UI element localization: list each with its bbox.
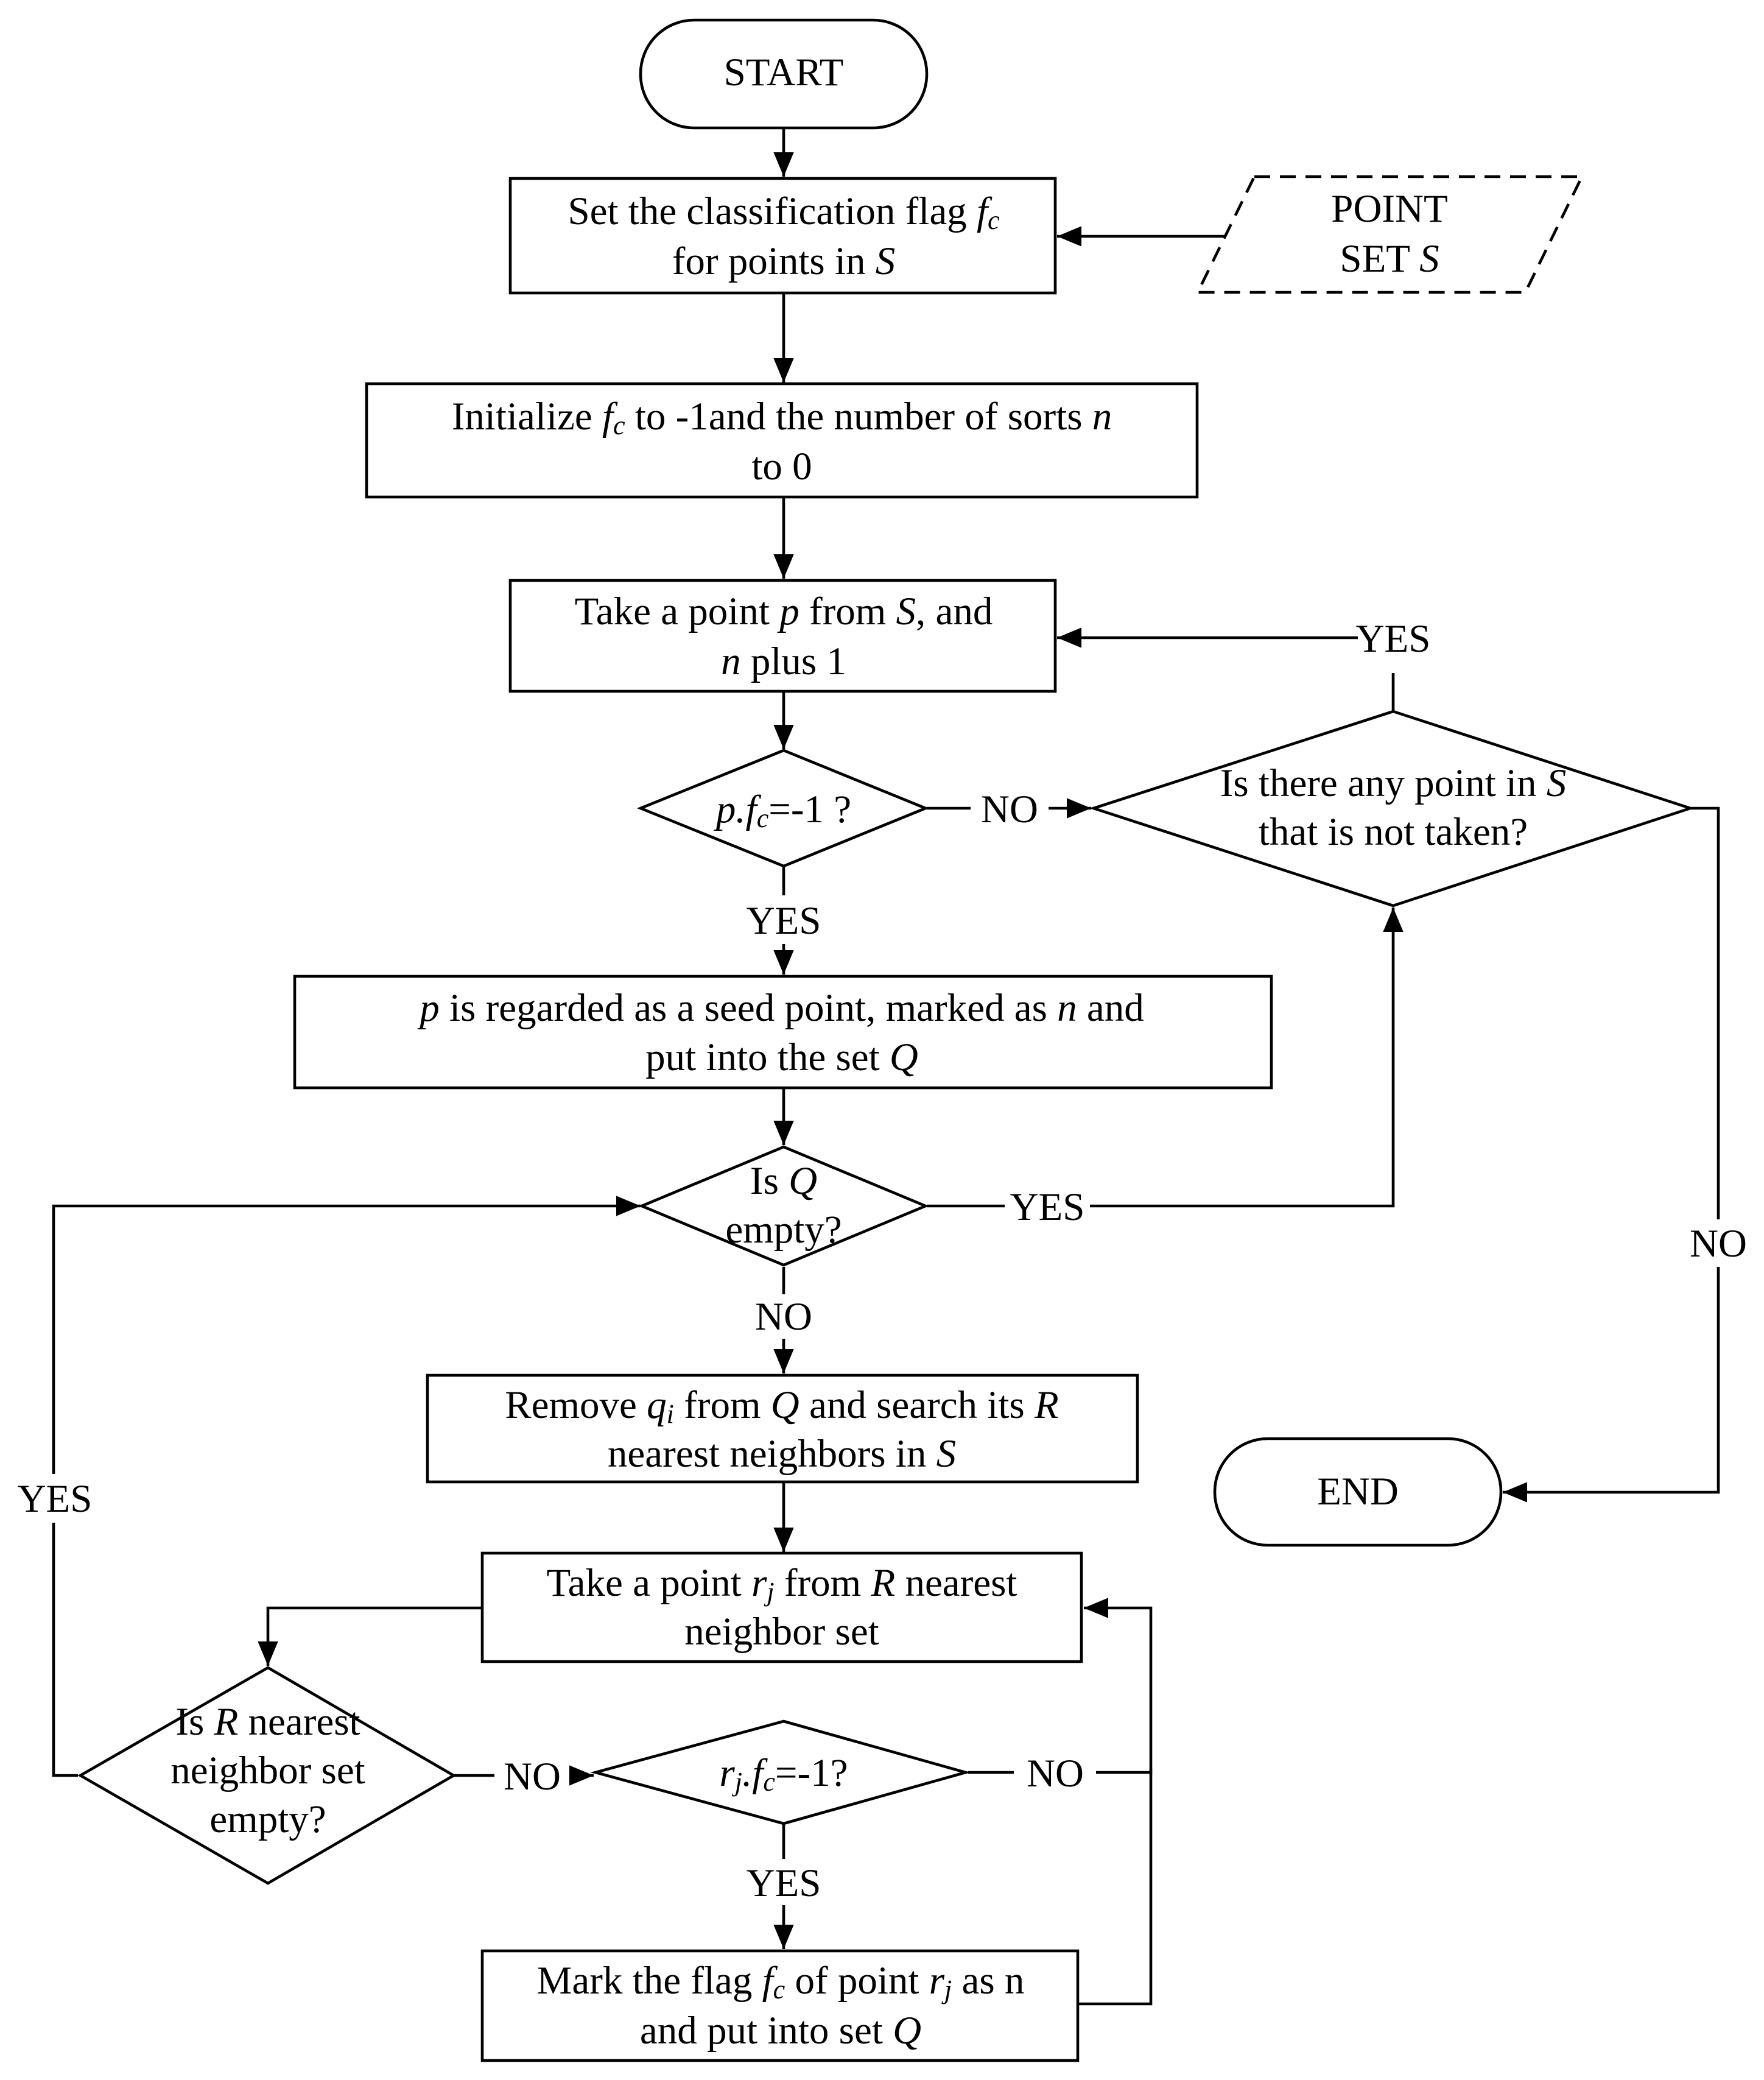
mark-line2: and put into set Q: [640, 2009, 921, 2053]
remove-process: Remove qi from Q and search its R neares…: [426, 1373, 1139, 1484]
init-line1: Initialize fc to -1and the number of sor…: [452, 395, 1112, 440]
label-yes-rf-to-mark: YES: [747, 1861, 821, 1905]
label-no-any-to-end: NO: [1690, 1222, 1747, 1266]
edge-labels: YES NO YES YES NO NO YES NO NO YES: [18, 617, 1747, 1905]
edge-rf-no-seg2: [1084, 1598, 1153, 1774]
mark-process: Mark the flag fc of point rj as n and pu…: [480, 1949, 1080, 2062]
decision-flag-text: p.fc=-1 ?: [714, 788, 851, 833]
remove-line1: Remove qi from Q and search its R: [505, 1383, 1058, 1429]
decision-any-line2: that is not taken?: [1259, 810, 1528, 854]
point-set-line2: SET S: [1340, 237, 1439, 281]
take-r-process: Take a point rj from R nearest neighbor …: [480, 1551, 1083, 1663]
mark-line1: Mark the flag fc of point rj as n: [537, 1959, 1025, 2004]
set-flag-process: Set the classification flag fc for point…: [508, 177, 1057, 295]
start-label: START: [724, 51, 844, 94]
start-terminal: START: [639, 18, 929, 130]
decision-flag-check: p.fc=-1 ?: [636, 749, 930, 868]
decision-q-line2: empty?: [725, 1208, 842, 1252]
decision-any-point: Is there any point in S that is not take…: [1089, 710, 1695, 908]
init-line2: to 0: [751, 445, 812, 488]
take-r-line2: neighbor set: [684, 1610, 879, 1654]
decision-r-empty: Is R nearest neighbor set empty?: [77, 1666, 457, 1885]
seed-line1: p is regarded as a seed point, marked as…: [417, 986, 1144, 1030]
edge-any-no-seg2: [1503, 1267, 1720, 1503]
end-label: END: [1317, 1470, 1399, 1514]
end-terminal: END: [1213, 1437, 1503, 1547]
init-process: Initialize fc to -1and the number of sor…: [365, 382, 1199, 499]
edge-mark-to-taker: [1078, 1769, 1153, 2006]
decision-q-empty: Is Q empty?: [638, 1145, 929, 1267]
take-point-process: Take a point p from S, and n plus 1: [508, 579, 1057, 693]
decision-r-empty-line3: empty?: [209, 1797, 326, 1841]
decision-r-empty-line1: Is R nearest: [175, 1700, 360, 1744]
set-flag-line1: Set the classification flag fc: [568, 189, 1000, 235]
decision-r-empty-line2: neighbor set: [170, 1749, 365, 1793]
label-no-q-to-remove: NO: [755, 1295, 812, 1339]
seed-process: p is regarded as a seed point, marked as…: [293, 975, 1273, 1090]
label-yes-any-to-take: YES: [1356, 617, 1431, 661]
point-set-input: POINT SET S: [1195, 175, 1584, 294]
label-no-rempty-to-rf: NO: [504, 1755, 561, 1799]
point-set-line1: POINT: [1331, 187, 1447, 231]
edge-taker-to-rempty: [258, 1606, 482, 1666]
take-point-line1: Take a point p from S, and: [575, 590, 993, 633]
label-yes-flag-to-seed: YES: [747, 899, 821, 943]
seed-line2: put into the set Q: [645, 1035, 918, 1079]
decision-rf-check: rj.fc=-1?: [590, 1719, 971, 1825]
label-yes-rempty-to-q: YES: [18, 1477, 93, 1521]
set-flag-line2: for points in S: [672, 239, 896, 283]
edge-rempty-yes-seg2: [52, 1196, 641, 1474]
decision-any-line1: Is there any point in S: [1220, 761, 1567, 805]
label-no-flag-to-any: NO: [981, 788, 1038, 831]
label-no-rf-to-taker: NO: [1027, 1752, 1084, 1796]
edge-any-no-seg1: [1691, 806, 1720, 1219]
take-r-line1: Take a point rj from R nearest: [546, 1561, 1017, 1607]
connectors: [52, 128, 1720, 2006]
take-point-line2: n plus 1: [721, 640, 846, 683]
edge-rempty-yes-seg1: [52, 1523, 78, 1777]
label-yes-q-to-any: YES: [1010, 1185, 1085, 1229]
decision-q-line1: Is Q: [750, 1159, 817, 1203]
decision-rf-text: rj.fc=-1?: [719, 1751, 848, 1797]
remove-line2: nearest neighbors in S: [608, 1432, 956, 1476]
edge-q-yes-seg2: [1090, 908, 1404, 1208]
